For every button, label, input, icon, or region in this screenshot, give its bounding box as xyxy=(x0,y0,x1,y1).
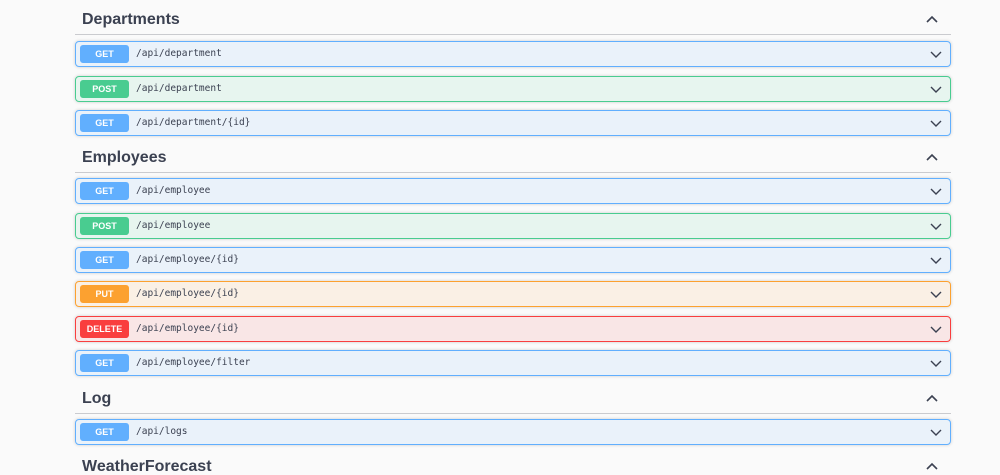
tag-title: WeatherForecast xyxy=(82,458,212,475)
operation-row[interactable]: PUT /api/employee/{id} xyxy=(75,281,951,307)
chevron-down-icon[interactable] xyxy=(929,287,943,301)
operation-row[interactable]: GET /api/employee/{id} xyxy=(75,247,951,273)
chevron-up-icon[interactable] xyxy=(923,458,941,475)
method-badge-get: GET xyxy=(80,182,129,200)
method-badge-get: GET xyxy=(80,45,129,63)
operation-path: /api/logs xyxy=(136,426,188,437)
tag-header-log[interactable]: Log xyxy=(75,386,951,414)
chevron-down-icon[interactable] xyxy=(929,322,943,336)
operation-path: /api/employee xyxy=(136,220,211,231)
tag-title: Departments xyxy=(82,11,180,28)
operation-row[interactable]: POST /api/employee xyxy=(75,213,951,239)
method-badge-post: POST xyxy=(80,80,129,98)
chevron-down-icon[interactable] xyxy=(929,425,943,439)
operation-row[interactable]: POST /api/department xyxy=(75,76,951,102)
tag-header-departments[interactable]: Departments xyxy=(75,7,951,35)
tag-section-employees: Employees xyxy=(75,145,951,173)
operation-path: /api/employee/{id} xyxy=(136,254,239,265)
chevron-down-icon[interactable] xyxy=(929,356,943,370)
operation-row[interactable]: GET /api/employee xyxy=(75,178,951,204)
method-badge-get: GET xyxy=(80,423,129,441)
operation-path: /api/employee/{id} xyxy=(136,288,239,299)
operation-row[interactable]: DELETE /api/employee/{id} xyxy=(75,316,951,342)
chevron-down-icon[interactable] xyxy=(929,184,943,198)
method-badge-put: PUT xyxy=(80,285,129,303)
tag-section-departments: Departments xyxy=(75,7,951,35)
operation-path: /api/employee/{id} xyxy=(136,323,239,334)
method-badge-get: GET xyxy=(80,114,129,132)
chevron-up-icon[interactable] xyxy=(923,390,941,408)
method-badge-delete: DELETE xyxy=(80,320,129,338)
method-badge-get: GET xyxy=(80,354,129,372)
operation-row[interactable]: GET /api/logs xyxy=(75,419,951,445)
operation-path: /api/employee xyxy=(136,185,211,196)
tag-section-weatherforecast: WeatherForecast xyxy=(75,454,951,475)
tag-header-employees[interactable]: Employees xyxy=(75,145,951,173)
tag-header-weatherforecast[interactable]: WeatherForecast xyxy=(75,454,951,475)
chevron-up-icon[interactable] xyxy=(923,11,941,29)
operation-path: /api/employee/filter xyxy=(136,357,251,368)
operation-path: /api/department xyxy=(136,83,222,94)
operation-path: /api/department/{id} xyxy=(136,117,251,128)
method-badge-get: GET xyxy=(80,251,129,269)
operation-path: /api/department xyxy=(136,48,222,59)
chevron-down-icon[interactable] xyxy=(929,47,943,61)
chevron-down-icon[interactable] xyxy=(929,116,943,130)
chevron-up-icon[interactable] xyxy=(923,149,941,167)
tag-title: Log xyxy=(82,390,112,407)
chevron-down-icon[interactable] xyxy=(929,219,943,233)
operation-row[interactable]: GET /api/department xyxy=(75,41,951,67)
method-badge-post: POST xyxy=(80,217,129,235)
tag-section-log: Log xyxy=(75,386,951,414)
operation-row[interactable]: GET /api/employee/filter xyxy=(75,350,951,376)
chevron-down-icon[interactable] xyxy=(929,82,943,96)
tag-title: Employees xyxy=(82,149,167,166)
chevron-down-icon[interactable] xyxy=(929,253,943,267)
operation-row[interactable]: GET /api/department/{id} xyxy=(75,110,951,136)
